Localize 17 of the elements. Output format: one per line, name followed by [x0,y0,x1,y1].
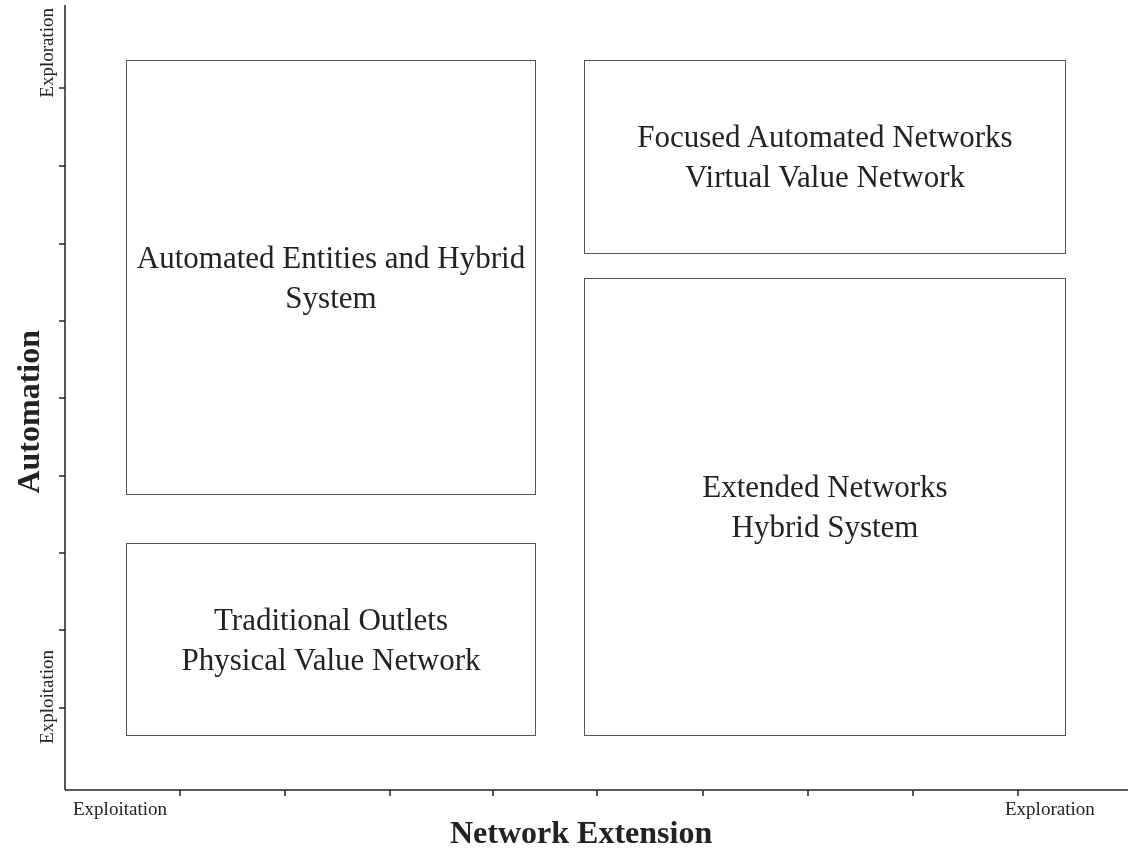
quadrant-box [126,543,536,736]
quadrant-label: Physical Value Network [181,640,481,679]
quadrant-label: Extended Networks [702,468,948,506]
axis-title: Network Extension [450,814,713,849]
axis-title: Automation [10,330,47,494]
axis-end-label: Exploitation [36,650,58,744]
quadrant-label: Traditional Outlets [214,600,448,639]
quadrant-label: Focused Automated Networks [637,118,1013,156]
axis-end-label: Exploration [36,8,58,98]
axis-end-label: Exploration [1005,798,1095,820]
quadrant-box [126,60,536,495]
quadrant-label: Hybrid System [731,508,919,546]
axis-end-label: Exploitation [73,798,167,820]
quadrant-box [584,60,1066,254]
quadrant-label: Automated Entities and Hybrid System [135,238,527,317]
quadrant-box [584,278,1066,736]
quadrant-label: Virtual Value Network [685,158,965,196]
